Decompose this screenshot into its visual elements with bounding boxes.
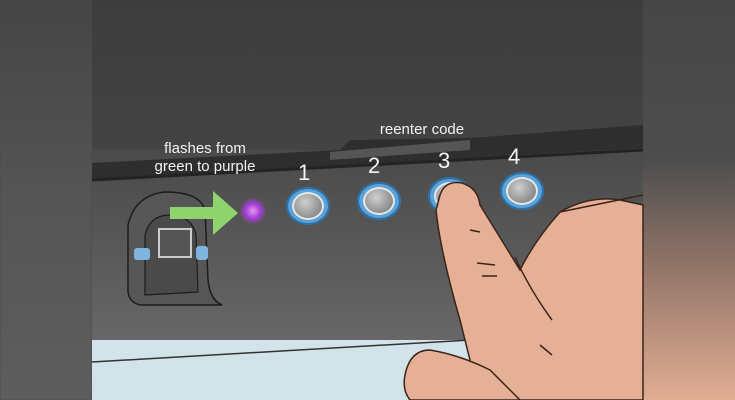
key-number-4: 4: [508, 144, 521, 169]
status-led: [240, 198, 266, 224]
led-caption-line2: green to purple: [154, 158, 256, 175]
blurred-right-edge: [643, 0, 735, 400]
key-number-1: 1: [298, 160, 311, 185]
hand-icon: [403, 181, 644, 400]
keypad-button-2[interactable]: [357, 182, 401, 220]
fingerprint-scanner-icon: [127, 191, 223, 306]
blurred-left-edge: [0, 0, 92, 400]
keypad-button-4[interactable]: [500, 172, 544, 210]
keypad-caption: reenter code: [379, 121, 465, 138]
led-caption: flashes from green to purple: [130, 140, 280, 176]
led-caption-line1: flashes from: [164, 140, 246, 157]
key-number-3: 3: [438, 148, 451, 173]
arrow-right-icon: [170, 191, 238, 235]
key-number-2: 2: [368, 153, 381, 178]
keypad-button-1[interactable]: [286, 187, 330, 225]
